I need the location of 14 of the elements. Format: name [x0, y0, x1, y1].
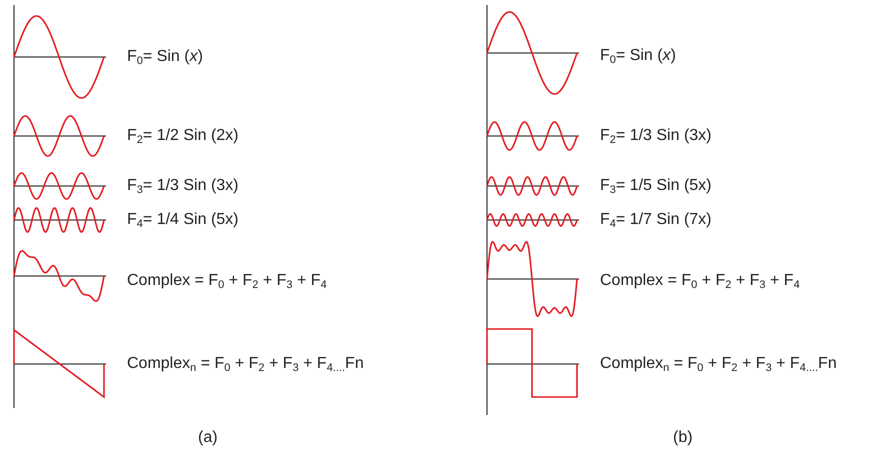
panel-caption: (a) [198, 428, 218, 448]
formula-label: F$_{3}$= 1/5 Sin (5x) [600, 176, 712, 196]
formula-label: F$_{2}$= 1/2 Sin (2x) [127, 126, 239, 146]
formula-label: F$_{4}$= 1/4 Sin (5x) [127, 210, 239, 230]
formula-label: F$_{3}$= 1/3 Sin (3x) [127, 176, 239, 196]
formula-label: F$_{0}$= Sin (x) [600, 46, 676, 66]
formula-label: F$_{2}$= 1/3 Sin (3x) [600, 126, 712, 146]
formula-label: Complex$_{n}$ = F$_{0}$ + F$_{2}$ + F$_{3}$ + F$_{4....}$Fn [600, 354, 837, 374]
formula-label: Complex = F$_{0}$ + F$_{2}$ + F$_{3}$ + F$_{4}$ [600, 271, 800, 291]
formula-label: Complex$_{n}$ = F$_{0}$ + F$_{2}$ + F$_{3}$ + F$_{4....}$Fn [127, 354, 364, 374]
formula-label: F$_{4}$= 1/7 Sin (7x) [600, 210, 712, 230]
formula-label: F$_{0}$= Sin (x) [127, 47, 203, 67]
formula-label: Complex = F$_{0}$ + F$_{2}$ + F$_{3}$ + F$_{4}$ [127, 271, 327, 291]
panel-caption: (b) [673, 428, 693, 448]
